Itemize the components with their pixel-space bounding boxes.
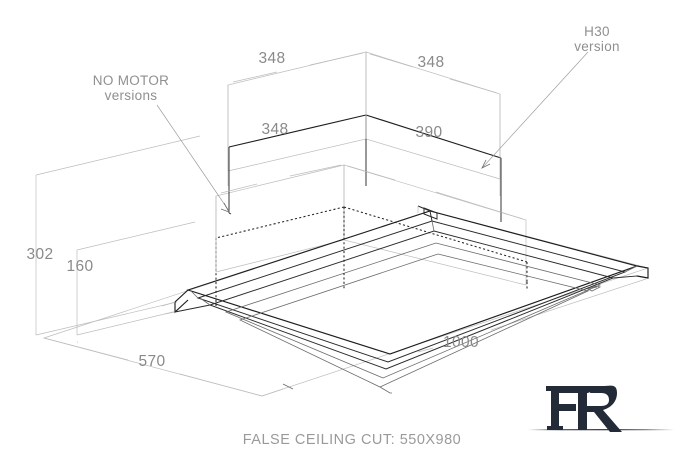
hood-side-faces bbox=[161, 289, 211, 315]
hood-right-corner-detail bbox=[587, 265, 649, 292]
motor-box-hidden-edges bbox=[215, 206, 528, 300]
construction-envelope-lower bbox=[215, 164, 527, 286]
motor-box-solid bbox=[228, 114, 502, 222]
logo-letter-f bbox=[546, 386, 585, 430]
leader-h30 bbox=[481, 51, 589, 169]
dimension-lines-upper bbox=[215, 52, 524, 272]
alignment-drop-lines bbox=[215, 273, 528, 306]
hood-front-lip bbox=[261, 383, 392, 397]
logo-accent bbox=[588, 392, 594, 404]
dimension-302-height-outer: 302 bbox=[26, 246, 53, 263]
dimension-348-mid-left: 348 bbox=[261, 121, 288, 138]
dimension-1000-length: 1000 bbox=[443, 334, 479, 351]
leader-no-motor bbox=[156, 104, 230, 213]
caption-false-ceiling-cut: FALSE CEILING CUT: 550X980 bbox=[243, 432, 462, 448]
annotation-h30-line1: H30 bbox=[584, 24, 610, 39]
hood-outer-shell bbox=[186, 210, 639, 388]
dimension-160-height-inner: 160 bbox=[66, 258, 93, 275]
dimension-348-top-left: 348 bbox=[258, 50, 285, 67]
dimension-390-mid-right: 390 bbox=[415, 124, 442, 141]
dimension-lines-height bbox=[35, 135, 201, 336]
annotation-no-motor-line1: NO MOTOR bbox=[93, 73, 169, 88]
logo-letter-r bbox=[574, 385, 622, 432]
annotation-h30-line2: version bbox=[574, 39, 620, 54]
hood-rear-riser bbox=[417, 205, 438, 232]
logo-flourish-line bbox=[528, 429, 674, 431]
brand-logo-fr bbox=[528, 385, 674, 432]
dimension-348-top-right: 348 bbox=[417, 54, 444, 71]
annotation-no-motor-line2: versions bbox=[105, 88, 158, 103]
dimension-570-width: 570 bbox=[138, 353, 165, 370]
